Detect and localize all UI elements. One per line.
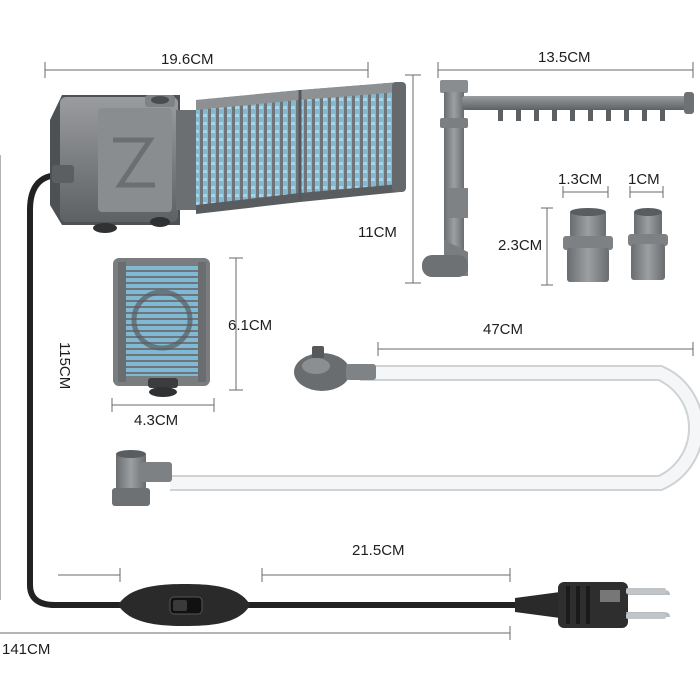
air-hose (112, 346, 700, 506)
filter-length-label: 19.6CM (161, 51, 214, 68)
power-cord (27, 172, 523, 608)
cord-switch-plug-label: 21.5CM (352, 542, 405, 559)
sponge-width-label: 4.3CM (134, 412, 179, 429)
z-logo-icon (113, 137, 155, 188)
rocker-switch-icon (118, 584, 250, 626)
dimension-lines (0, 62, 694, 640)
cord-total-label: 141CM (2, 641, 51, 658)
spray-bar-height-label: 11CM (358, 224, 397, 241)
cord-vertical-label: 115CM (56, 342, 73, 390)
hose-length-label: 47CM (483, 321, 524, 338)
adapter-large (563, 208, 613, 282)
spray-holes (498, 110, 665, 121)
filter-unit (50, 82, 406, 233)
spray-bar-length-label: 13.5CM (538, 49, 591, 66)
adapter-small-width-label: 1.3CM (558, 171, 603, 188)
sponge-height-label: 6.1CM (228, 317, 273, 334)
adapter-tiny-width-label: 1CM (628, 171, 660, 188)
two-prong-plug-icon (515, 582, 670, 628)
sponge-cartridge (113, 258, 210, 397)
spray-bar (422, 80, 694, 277)
adapter-small (628, 208, 668, 280)
adapter-height-label: 2.3CM (498, 237, 543, 254)
